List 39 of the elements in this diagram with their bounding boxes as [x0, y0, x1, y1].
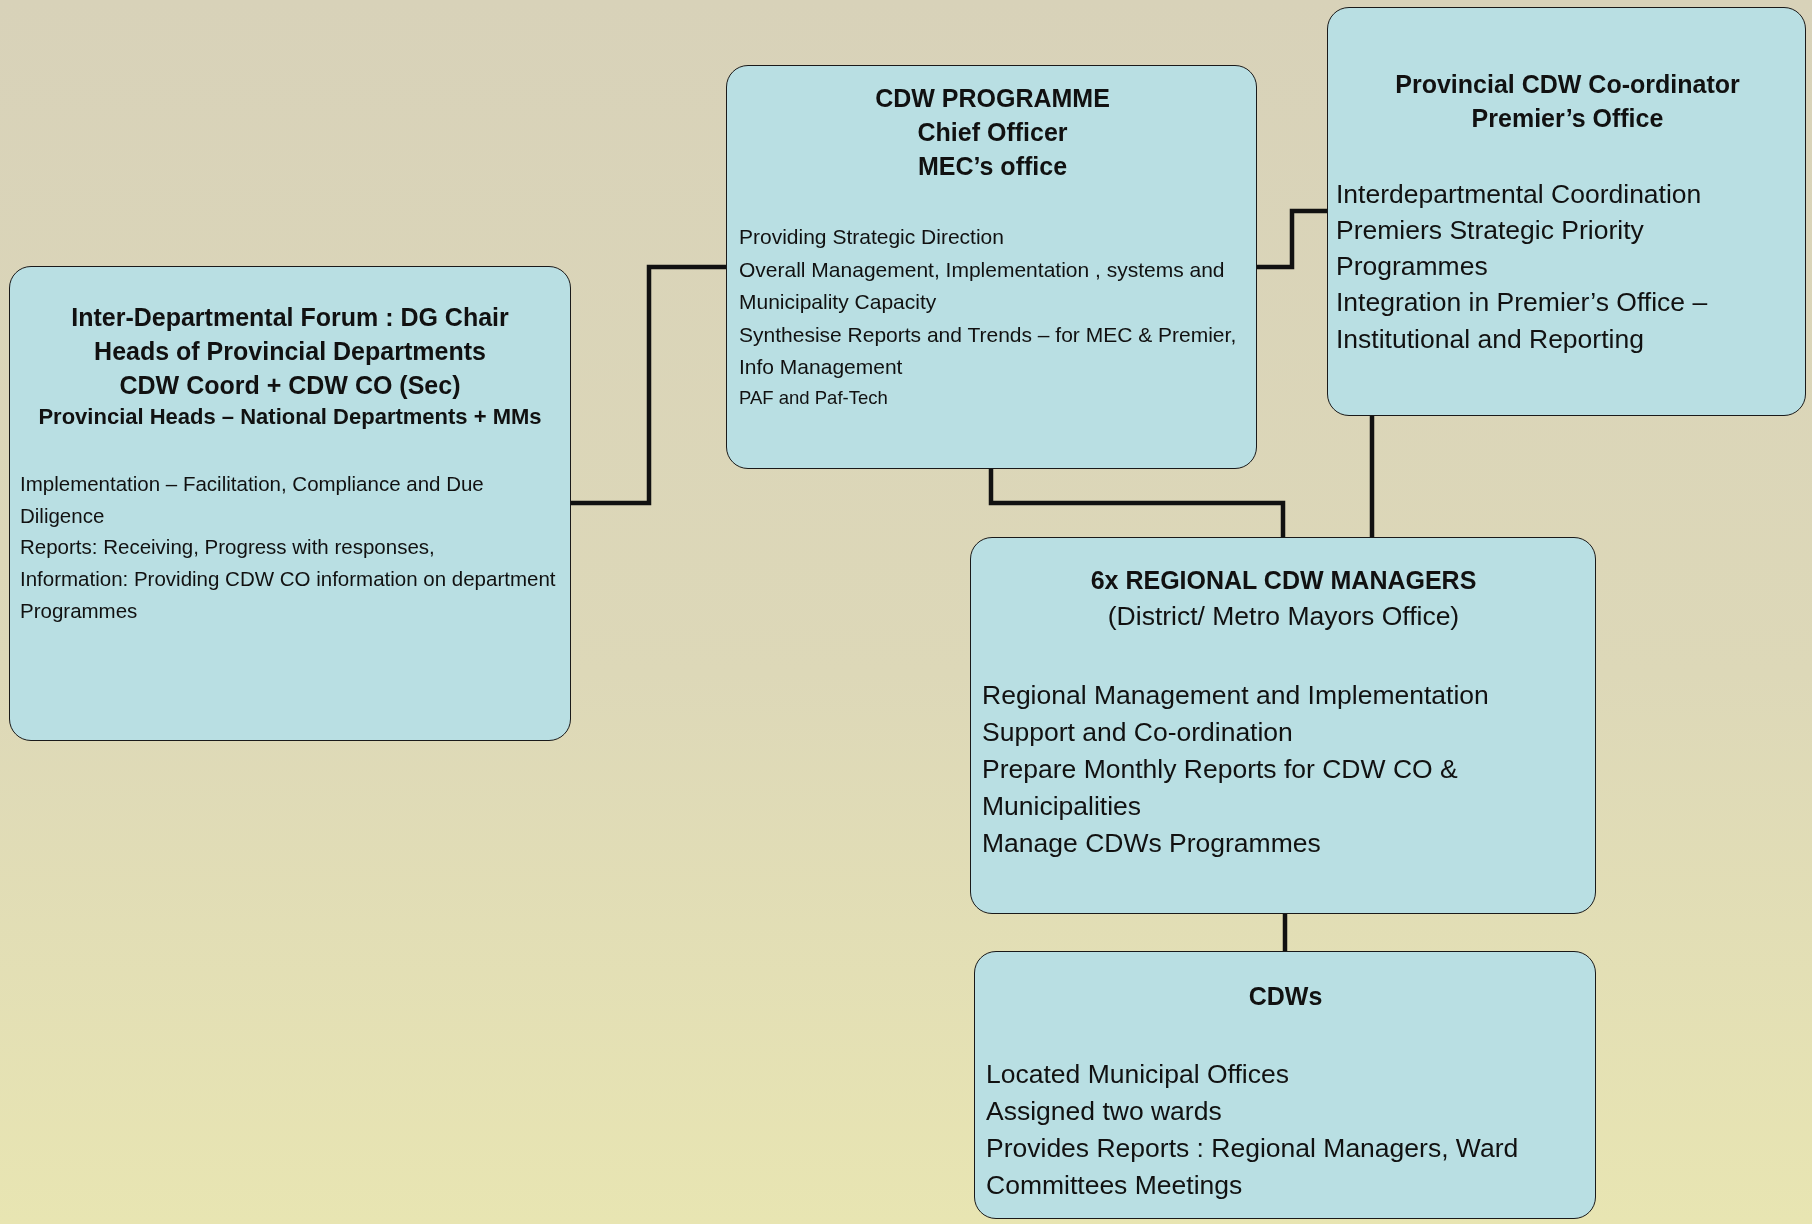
box-subheading: (District/ Metro Mayors Office) [1106, 599, 1461, 633]
duty-text: Reports: Receiving, Progress with responses, [20, 534, 436, 561]
duty-text: Regional Management and Implementation [982, 678, 1490, 712]
role-box [726, 65, 1257, 469]
duty-text: Providing Strategic Direction [739, 224, 1005, 251]
role-box [970, 537, 1596, 914]
role-box [9, 266, 571, 741]
duty-text: Support and Co-ordination [982, 715, 1294, 749]
duty-text: Premiers Strategic Priority Programmes [1336, 213, 1645, 284]
role-box [974, 951, 1596, 1219]
duty-text: PAF and Paf-Tech [739, 386, 889, 410]
box-heading: CDWs [1247, 981, 1324, 1012]
duty-text: Overall Management, Implementation , systems and Municipality Capacity [739, 256, 1226, 316]
duty-text: Integration in Premier’s Office – Institutional and Reporting [1336, 286, 1709, 356]
box-heading: CDW PROGRAMME [874, 83, 1111, 114]
duty-text: Assigned two wards [986, 1094, 1223, 1128]
duty-text: Information: Providing CDW CO information on department Programmes [20, 566, 557, 624]
box-heading: Premier’s Office [1470, 102, 1665, 134]
duty-text: Located Municipal Offices [986, 1057, 1290, 1091]
duty-text: Manage CDWs Programmes [982, 827, 1322, 861]
duty-text: Implementation – Facilitation, Compliance and Due Diligence [20, 470, 485, 529]
duty-text: Provides Reports : Regional Managers, Ward Committees Meetings [986, 1131, 1520, 1203]
box-heading: Provincial CDW Co-ordinator [1394, 69, 1741, 100]
duty-text: Prepare Monthly Reports for CDW CO & Municipalities [982, 753, 1459, 824]
connector-line [988, 469, 1286, 537]
box-heading: Heads of Provincial Departments [93, 335, 487, 367]
box-heading: Inter-Departmental Forum : DG Chair [70, 302, 510, 333]
box-heading: Provincial Heads – National Departments + MMs [37, 403, 543, 432]
duty-text: Synthesise Reports and Trends – for MEC & Premier, Info Management [739, 321, 1238, 381]
duty-text: Interdepartmental Coordination [1336, 177, 1703, 211]
connector-line [1282, 914, 1288, 951]
box-heading: MEC’s office [916, 150, 1069, 182]
box-heading: Chief Officer [916, 116, 1069, 148]
connector-line [571, 264, 726, 506]
box-heading: 6x REGIONAL CDW MANAGERS [1089, 565, 1478, 596]
box-heading: CDW Coord + CDW CO (Sec) [118, 369, 462, 401]
connector-line [1369, 416, 1375, 537]
connector-line [1257, 208, 1327, 270]
role-box [1327, 7, 1806, 416]
